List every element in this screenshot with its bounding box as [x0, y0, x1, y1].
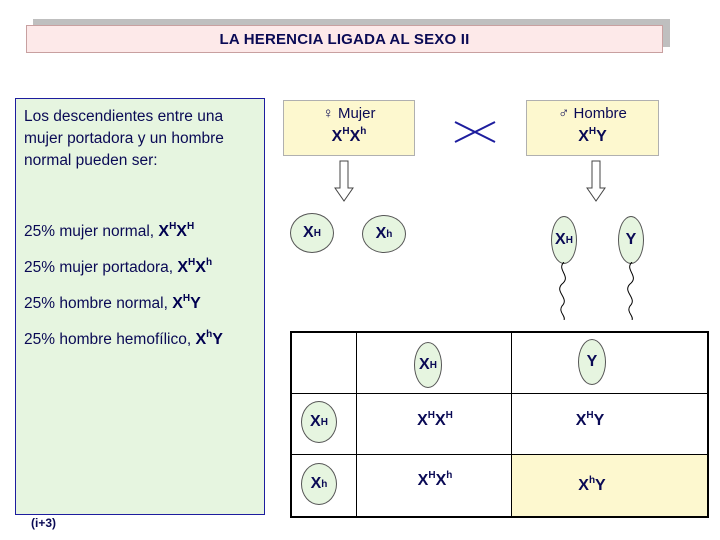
grid-line: [356, 331, 357, 518]
sperm-gamete-y: Y: [618, 216, 644, 264]
father-label: ♂ Hombre: [558, 105, 627, 122]
father-genotype: XHY: [578, 126, 607, 145]
mother-box: ♀ Mujer XHXh: [283, 100, 415, 156]
mother-genotype: XHXh: [331, 126, 367, 145]
intro-line-2: mujer portadora y un hombre: [24, 130, 224, 147]
grid-line: [290, 454, 709, 455]
outcome-female-carrier: 25% mujer portadora, XHXh: [24, 257, 213, 276]
father-down-arrow-icon: [586, 160, 606, 202]
footnote: (i+3): [31, 516, 57, 530]
grid-line: [511, 331, 512, 518]
outcome-female-normal: 25% mujer normal, XHXH: [24, 221, 195, 240]
info-panel: Los descendientes entre una mujer portad…: [15, 98, 265, 515]
intro-line-3: normal pueden ser:: [24, 152, 158, 169]
punnett-cell-female-carrier: XHXh: [417, 470, 453, 489]
outcome-male-hemophilic: 25% hombre hemofílico, XhY: [24, 329, 223, 348]
punnett-cell-female-normal: XHXH: [417, 410, 453, 429]
punnett-square: [290, 331, 709, 518]
cross-icon: [454, 121, 496, 143]
mother-down-arrow-icon: [334, 160, 354, 202]
title-banner: LA HERENCIA LIGADA AL SEXO II: [26, 25, 663, 53]
sperm-tail-icon: [627, 262, 634, 320]
father-box: ♂ Hombre XHY: [526, 100, 659, 156]
intro-line-1: Los descendientes entre una: [24, 108, 224, 125]
grid-line: [290, 393, 709, 394]
page-title: LA HERENCIA LIGADA AL SEXO II: [219, 30, 470, 48]
punnett-col-header-y: Y: [578, 339, 606, 385]
outcome-male-normal: 25% hombre normal, XHY: [24, 293, 201, 312]
punnett-cell-hemophilic-highlight: [512, 455, 708, 517]
sperm-tail-icon: [559, 262, 566, 320]
mother-label: ♀ Mujer: [322, 105, 376, 122]
punnett-cell-male-normal: XHY: [575, 410, 605, 429]
punnett-cell-male-hemophilic: XhY: [578, 475, 606, 494]
